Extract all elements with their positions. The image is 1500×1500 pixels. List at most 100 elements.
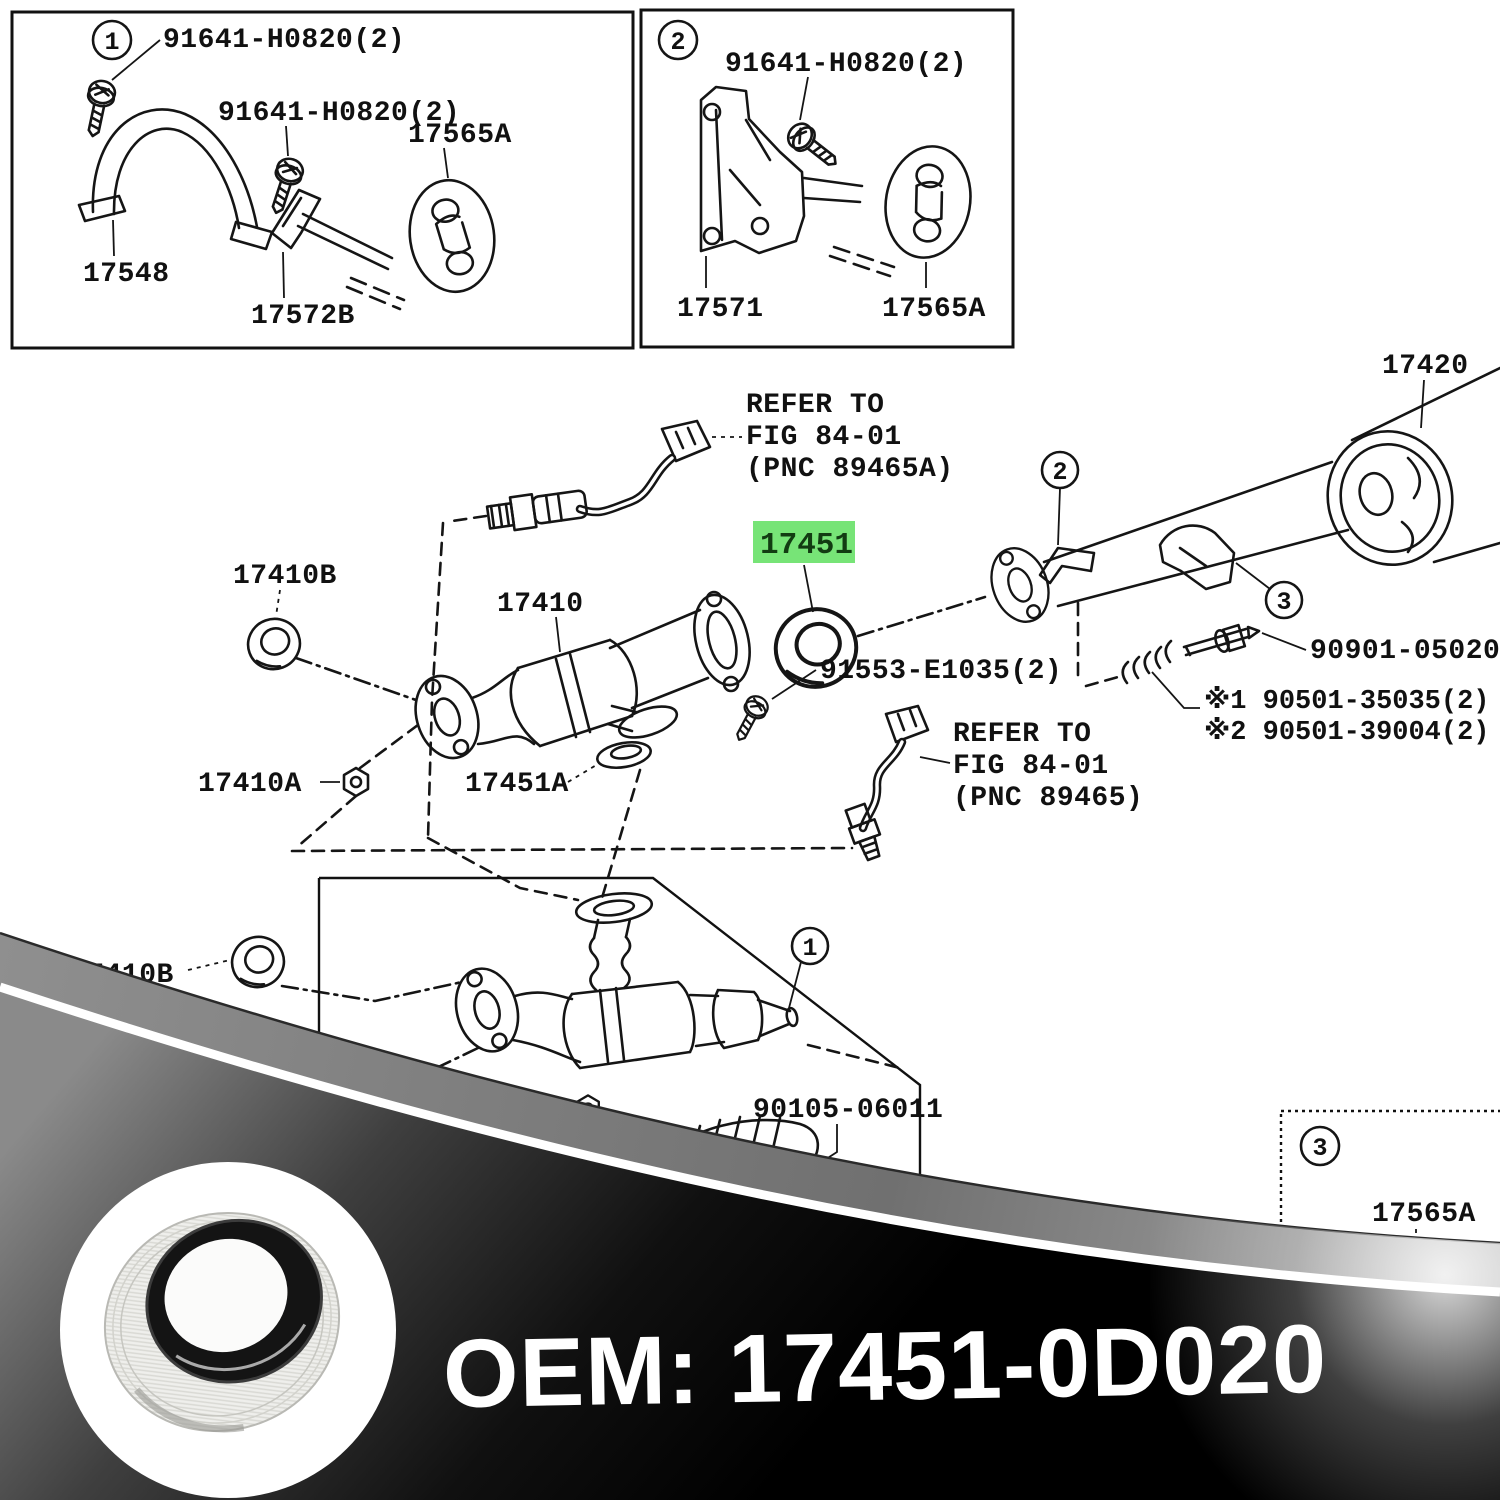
lower-front-pipe-icon [445, 892, 799, 1070]
leader-line [112, 219, 115, 257]
highlighted-part-label: 17451 [760, 528, 853, 563]
front-pipe-icon [404, 590, 751, 768]
banner-top-edge [0, 931, 1500, 1245]
oxygen-sensor-icon [485, 419, 712, 532]
note-bracket-line [1151, 671, 1200, 709]
banner-flare [1150, 1190, 1500, 1500]
leader-line [555, 616, 561, 653]
oem-part-number-text: OEM: 17451-0D020 [442, 1304, 1328, 1428]
box1-badge: 1 [104, 28, 119, 57]
locator-dash-dot [856, 595, 987, 638]
main-diagram: REFER TO FIG 84-01 (PNC 89465A) 17451 17… [70, 351, 1500, 1003]
leader-line [282, 251, 285, 299]
circled-1-ref-icon [790, 926, 830, 966]
highlight-box [753, 521, 855, 563]
nut-icon [342, 766, 370, 798]
leader-line [803, 564, 814, 613]
nut-label: 17410A [198, 769, 302, 800]
leader-line [919, 756, 951, 764]
locator-dashes [600, 768, 642, 900]
box2-hanger-label: 17565A [882, 294, 986, 325]
circled-1-badge-icon [91, 19, 133, 61]
circled-3-ref-icon [1264, 580, 1304, 620]
box2-bracket-label: 17571 [677, 294, 764, 325]
gasket-top-label: 17410B [233, 561, 337, 592]
box2-badge: 2 [670, 28, 685, 57]
exhaust-hanger-icon [401, 173, 503, 299]
muffler-label: 17420 [1382, 351, 1469, 382]
bolt-icon [728, 691, 773, 747]
gasket-photo-icon [103, 1212, 341, 1433]
exhaust-hanger-icon [875, 138, 981, 266]
main-badge-3: 3 [1276, 588, 1291, 617]
leader-line [771, 669, 817, 700]
refer-note-2-line3: (PNC 89465) [953, 783, 1143, 814]
refer-note-2-line2: FIG 84-01 [953, 751, 1109, 782]
leader-line [443, 147, 449, 179]
box1-hanger-label: 17565A [408, 120, 512, 151]
box1-bolt-mid-label: 91641-H0820(2) [218, 98, 460, 129]
lower-badge-1: 1 [802, 934, 817, 963]
flat-gasket-icon [596, 740, 652, 770]
note-2: ※2 90501-39004(2) [1204, 716, 1490, 748]
locator-dash-dot [294, 656, 418, 702]
leader-line [1235, 562, 1271, 590]
stud-bolt-icon [1182, 623, 1261, 657]
bolt-icon [262, 154, 308, 219]
locator-dashes [294, 720, 424, 850]
stud-label: 90901-05020( [1310, 636, 1500, 667]
refer-note-2-line1: REFER TO [953, 719, 1091, 750]
main-badge-2: 2 [1052, 458, 1067, 487]
locator-dash-horizontal [290, 846, 854, 853]
inset-box-2: 2 91641-H0820(2) 17571 17565A [639, 8, 1015, 349]
locator-dashes [1076, 601, 1120, 688]
center-muffler-icon [1042, 366, 1500, 608]
exhaust-bracket-icon [699, 85, 864, 255]
leader-dots [187, 959, 231, 971]
product-photo [60, 1162, 396, 1498]
leader-line [285, 125, 289, 157]
box3-hanger-label: 17565A [1372, 1199, 1476, 1230]
leader-line [1057, 487, 1061, 546]
flange-bolt-label: 91553-E1035(2) [820, 656, 1062, 687]
box1-bolt-top-label: 91641-H0820(2) [163, 25, 405, 56]
compression-spring-icon [1121, 639, 1173, 685]
leader-dots [567, 763, 599, 783]
exhaust-gasket-icon [239, 610, 309, 678]
locator-dash-dot [280, 980, 464, 1003]
pipe-support-bracket-icon [270, 188, 406, 311]
box2-bolt-label: 91641-H0820(2) [725, 49, 967, 80]
support-strap-icon [77, 108, 274, 251]
swoosh-banner: OEM: 17451-0D020 [0, 931, 1500, 1500]
leader-line [799, 76, 809, 121]
inset-box-3: 3 17565A [1279, 1109, 1500, 1268]
bolt-icon [782, 117, 845, 176]
pipe-bracket-icon [1038, 546, 1096, 585]
gasket-mid-label: 17451A [465, 769, 569, 800]
pipe-flange-icon [980, 539, 1060, 631]
leader-dots [275, 589, 281, 617]
leader-line [788, 961, 802, 1009]
bolt-icon [78, 77, 119, 141]
box1-bracket-label: 17572B [251, 301, 355, 332]
oxygen-sensor-icon [844, 704, 930, 862]
refer-note-1-line1: REFER TO [746, 390, 884, 421]
note-1: ※1 90501-35035(2) [1204, 685, 1490, 717]
refer-note-1-line2: FIG 84-01 [746, 422, 902, 453]
front-pipe-label: 17410 [497, 589, 584, 620]
leader-line [1261, 632, 1307, 651]
refer-note-1-line3: (PNC 89465A) [746, 454, 954, 485]
circled-2-badge-icon [657, 19, 699, 61]
exhaust-gasket-icon [223, 928, 293, 996]
circled-3-badge-icon [1299, 1125, 1341, 1167]
locator-dashes [806, 1043, 902, 1070]
locator-dashes [426, 514, 580, 902]
muffler-hanger-bracket-icon [1158, 524, 1236, 591]
box3-badge: 3 [1312, 1134, 1327, 1163]
rod-dashes [828, 245, 896, 278]
leader-line [1420, 379, 1425, 429]
inset-box-1: 1 91641-H0820(2) 91641-H0820(2) 17565A 1… [10, 10, 635, 350]
box1-strap-label: 17548 [83, 259, 170, 290]
